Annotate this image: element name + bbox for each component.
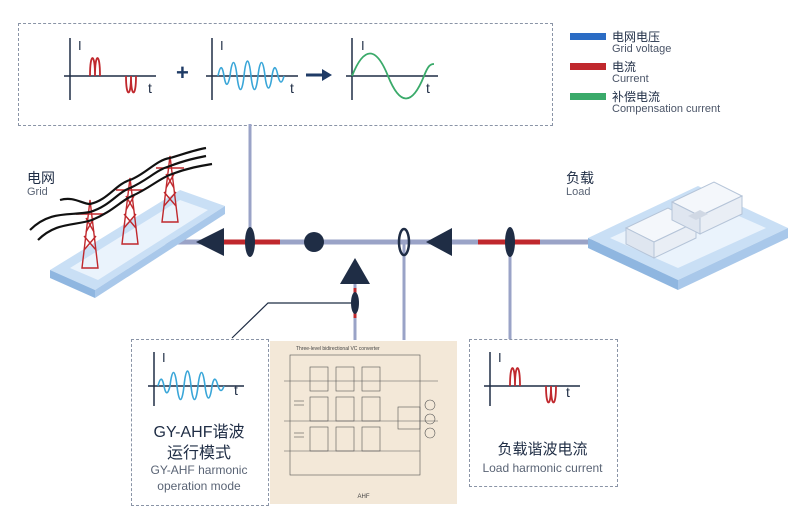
legend-label-en: Current (612, 73, 649, 85)
plot-current (64, 38, 156, 100)
plot3-axis-i: I (361, 38, 365, 53)
grid-illustration (29, 146, 225, 298)
load-label-cn: 负载 (566, 170, 594, 186)
legend-label-en: Compensation current (612, 103, 721, 115)
grid-label-cn: 电网 (27, 170, 55, 186)
load-harmonic-title: 负载谐波电流 (497, 441, 588, 458)
ahf-waveform (148, 352, 244, 406)
legend-item-grid-voltage: 电网电压 Grid voltage (570, 30, 770, 58)
legend-swatch-green (570, 93, 606, 100)
load-label-en: Load (566, 186, 591, 198)
plot2-axis-i: I (220, 38, 224, 53)
plot2-axis-t: t (290, 80, 294, 96)
arrow-icon (306, 69, 332, 81)
ahf-title-line1: GY-AHF谐波 (153, 424, 245, 441)
plus-sign: + (176, 60, 189, 85)
circuit-drawing (284, 354, 438, 476)
load-axis-i: I (498, 350, 502, 365)
legend-item-current: 电流 Current (570, 60, 770, 88)
ahf-subtitle-line1: GY-AHF harmonic (150, 463, 248, 477)
load-axis-t: t (566, 384, 570, 400)
flow-arrow-left-1 (196, 228, 224, 256)
load-harmonic-panel (469, 339, 618, 487)
circuit-caption: AHF (357, 494, 370, 500)
legend-label-cn: 补偿电流 (612, 90, 661, 104)
legend-swatch-red (570, 63, 606, 70)
legend-label-cn: 电流 (612, 60, 637, 74)
legend-swatch-blue (570, 33, 606, 40)
flow-arrow-up (340, 258, 370, 284)
load-harmonic-waveform (484, 352, 580, 406)
grid-label-en: Grid (27, 186, 48, 198)
ahf-title-line2: 运行模式 (166, 445, 231, 462)
ahf-axis-t: t (234, 382, 238, 398)
ahf-subtitle-line2: operation mode (157, 479, 241, 493)
plot3-axis-t: t (426, 80, 430, 96)
plot1-axis-i: I (78, 38, 82, 53)
load-illustration (588, 181, 788, 290)
plot-compensation (206, 38, 298, 100)
legend: 电网电压 Grid voltage 电流 Current 补偿电流 Compen… (570, 30, 790, 120)
circuit-schematic (270, 341, 457, 504)
plot1-axis-t: t (148, 80, 152, 96)
circuit-title: Three-level bidirectional VC converter (296, 346, 380, 352)
ahf-axis-i: I (162, 350, 166, 365)
load-harmonic-subtitle: Load harmonic current (482, 461, 603, 475)
legend-label-en: Grid voltage (612, 43, 672, 55)
plot-result (346, 38, 438, 100)
flow-arrow-left-2 (426, 228, 452, 256)
legend-label-cn: 电网电压 (612, 30, 661, 44)
legend-item-compensation: 补偿电流 Compensation current (570, 90, 770, 118)
formula-panel (18, 23, 553, 126)
